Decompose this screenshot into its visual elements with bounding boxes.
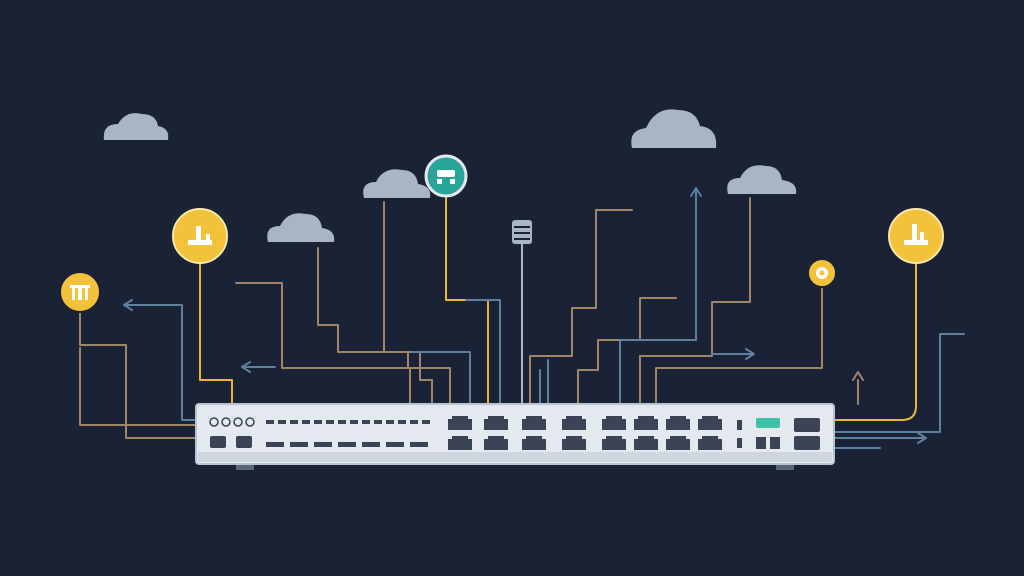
- ethernet-port[interactable]: [522, 416, 546, 430]
- cable: [79, 311, 197, 439]
- network-switch: [195, 403, 835, 470]
- cloud-icon: [727, 165, 797, 194]
- cable: [235, 282, 411, 405]
- cable: [317, 247, 433, 405]
- cable: [529, 209, 633, 405]
- node-sensor: [807, 258, 837, 288]
- node-router: [424, 154, 468, 198]
- ethernet-port[interactable]: [666, 436, 690, 450]
- cloud-icon: [267, 213, 335, 242]
- cable: [639, 197, 751, 405]
- cable-arrow: [917, 432, 927, 444]
- cable: [125, 304, 197, 421]
- node-faucet-right: [888, 208, 944, 264]
- node-faucet-left: [172, 208, 228, 264]
- building-icon: [70, 285, 90, 300]
- ethernet-port[interactable]: [448, 436, 472, 450]
- cloud-icon: [363, 169, 431, 198]
- uplink-port[interactable]: [794, 436, 820, 450]
- cable: [655, 285, 823, 405]
- ethernet-port[interactable]: [634, 416, 658, 430]
- ethernet-port[interactable]: [602, 436, 626, 450]
- ethernet-port[interactable]: [698, 436, 722, 450]
- cable: [465, 299, 501, 405]
- cable-group: [79, 187, 965, 449]
- ethernet-port[interactable]: [522, 436, 546, 450]
- activity-leds: [266, 420, 430, 447]
- faucet-icon: [904, 224, 928, 245]
- node-building: [59, 271, 101, 313]
- cable: [411, 351, 471, 405]
- cable: [833, 261, 917, 421]
- status-indicators: [209, 417, 255, 427]
- cable: [619, 189, 697, 405]
- router-icon: [437, 170, 455, 184]
- cable: [79, 347, 197, 426]
- uplink-port[interactable]: [794, 418, 820, 432]
- ethernet-port[interactable]: [666, 416, 690, 430]
- status-led: [756, 418, 780, 428]
- console-port[interactable]: [236, 436, 252, 448]
- console-port[interactable]: [210, 436, 226, 448]
- cloud-group: [103, 109, 797, 242]
- cable: [833, 333, 965, 433]
- ethernet-port[interactable]: [698, 416, 722, 430]
- cable-arrow: [690, 187, 702, 197]
- ethernet-port[interactable]: [634, 436, 658, 450]
- cable: [199, 263, 233, 405]
- ethernet-port[interactable]: [562, 416, 586, 430]
- cable-arrow: [123, 299, 133, 311]
- ethernet-port[interactable]: [484, 436, 508, 450]
- cable-arrow: [241, 361, 251, 373]
- antenna-icon: [512, 220, 532, 244]
- ethernet-port[interactable]: [562, 436, 586, 450]
- port-group: [448, 416, 722, 450]
- cable: [383, 201, 451, 405]
- cable-arrow: [852, 371, 864, 381]
- cloud-icon: [103, 113, 169, 140]
- cloud-icon: [631, 109, 717, 148]
- faucet-icon: [188, 226, 212, 245]
- ethernet-port[interactable]: [484, 416, 508, 430]
- cable-arrow: [745, 348, 755, 360]
- sfp-port[interactable]: [770, 437, 780, 449]
- cable: [577, 297, 677, 405]
- sfp-port[interactable]: [756, 437, 766, 449]
- ethernet-port[interactable]: [448, 416, 472, 430]
- ethernet-port[interactable]: [602, 416, 626, 430]
